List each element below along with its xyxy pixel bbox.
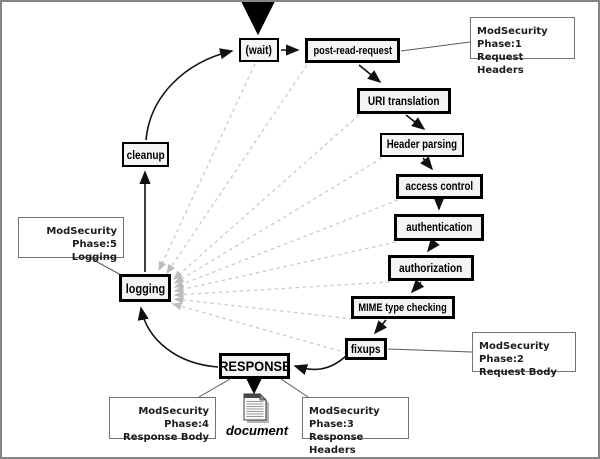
- stage-post-read-request-label: post-read-request: [313, 44, 392, 57]
- note-phase5-title: ModSecurity Phase:5: [46, 226, 117, 250]
- stage-response-label: RESPONSE: [218, 358, 291, 374]
- dash-access-to-logging: [173, 199, 399, 288]
- arrow-header-access: [420, 156, 434, 171]
- arrow-uri-header: [405, 114, 426, 130]
- note-modsecurity-phase4: ModSecurity Phase:4 Response Body: [109, 397, 216, 443]
- note-connectors: [89, 41, 473, 398]
- stage-mime-type-checking-label: MIME type checking: [358, 301, 448, 314]
- arrow-authn-authz: [427, 238, 440, 253]
- arrow-response-logging: [137, 306, 219, 368]
- arrow-postread-uri: [358, 64, 382, 84]
- stage-authorization: authorization: [388, 255, 474, 281]
- arrow-fixups-response: [293, 355, 347, 375]
- note-phase2-title: ModSecurity Phase:2: [479, 341, 550, 365]
- logging-dashed-arrows: [158, 63, 399, 354]
- line-response-to-phase3: [280, 378, 309, 398]
- dash-wait-to-logging: [158, 63, 256, 272]
- arrow-authz-mime: [410, 279, 425, 294]
- note-phase3-title: ModSecurity Phase:3: [309, 406, 380, 430]
- stage-mime-type-checking: MIME type checking: [351, 296, 455, 319]
- note-phase5-subtitle: Logging: [71, 252, 117, 263]
- stage-authorization-label: authorization: [399, 261, 463, 275]
- stage-access-control: access control: [396, 174, 483, 199]
- stage-uri-translation-label: URI translation: [368, 94, 440, 108]
- arrow-mime-fixups: [373, 319, 388, 335]
- note-phase3-subtitle: Response Headers: [309, 432, 364, 456]
- stage-wait-label: (wait): [245, 43, 273, 57]
- stage-fixups: fixups: [345, 338, 387, 360]
- arrow-cleanup-wait: [145, 48, 234, 141]
- dash-fixups-to-logging: [171, 302, 348, 354]
- stage-wait: (wait): [239, 38, 279, 62]
- document-label: document: [225, 423, 289, 438]
- dash-mime-to-logging: [173, 296, 354, 320]
- stage-fixups-label: fixups: [351, 342, 381, 356]
- line-response-to-phase4: [198, 378, 231, 398]
- note-phase1-title: ModSecurity Phase:1: [477, 26, 548, 50]
- stage-post-read-request: post-read-request: [305, 38, 400, 63]
- note-modsecurity-phase1: ModSecurity Phase:1 Request Headers: [470, 17, 575, 76]
- stage-authentication-label: authentication: [405, 221, 473, 234]
- stage-cleanup-label: cleanup: [126, 147, 165, 162]
- stage-header-parsing-label: Header parsing: [386, 139, 458, 151]
- dash-authn-to-logging: [173, 241, 397, 293]
- note-phase4-subtitle: Response Body: [123, 432, 209, 443]
- stage-access-control-label: access control: [405, 180, 474, 193]
- line-postread-to-phase1: [400, 41, 471, 52]
- note-modsecurity-phase5: ModSecurity Phase:5 Logging: [18, 217, 124, 263]
- dash-postread-to-logging: [166, 64, 308, 275]
- stage-uri-translation: URI translation: [357, 88, 451, 114]
- note-modsecurity-phase3: ModSecurity Phase:3 Response Headers: [302, 397, 409, 456]
- dash-header-to-logging: [173, 157, 383, 284]
- stage-response: RESPONSE: [219, 353, 290, 379]
- stage-header-parsing: Header parsing: [380, 133, 464, 157]
- note-phase2-subtitle: Request Body: [479, 367, 557, 378]
- line-fixups-to-phase2: [387, 348, 473, 353]
- stage-authentication: authentication: [394, 214, 484, 241]
- note-phase1-subtitle: Request Headers: [477, 52, 524, 76]
- dash-authz-to-logging: [173, 281, 391, 299]
- document-icon: [243, 393, 269, 423]
- stage-logging-label: logging: [125, 280, 165, 296]
- note-phase4-title: ModSecurity Phase:4: [138, 406, 209, 430]
- stage-logging: logging: [119, 274, 171, 302]
- line-phase5-to-logging: [89, 257, 122, 276]
- note-modsecurity-phase2: ModSecurity Phase:2 Request Body: [472, 332, 576, 378]
- flow-arrows: [137, 2, 445, 395]
- stage-cleanup: cleanup: [122, 142, 169, 167]
- dash-uri-to-logging: [173, 114, 360, 280]
